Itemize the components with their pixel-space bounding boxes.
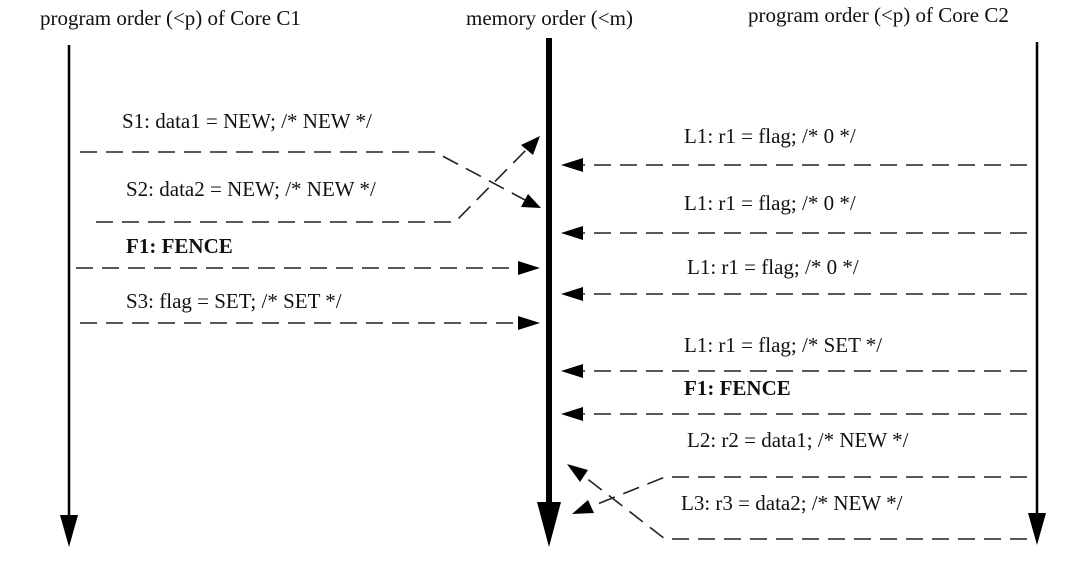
s1-arrowhead [521, 194, 541, 208]
f2-arrowhead [561, 407, 583, 421]
l2-arrow [589, 476, 1027, 508]
l3-arrowhead [567, 464, 588, 482]
core1-op-s1: S1: data1 = NEW; /* NEW */ [122, 109, 372, 133]
l1c-arrowhead [561, 287, 583, 301]
s3-arrowhead [518, 316, 540, 330]
l1a-arrowhead [561, 158, 583, 172]
s1-arrow [80, 151, 526, 201]
core1-timeline-arrowhead [60, 515, 78, 547]
core2-op-l1d: L1: r1 = flag; /* SET */ [684, 333, 882, 357]
l1b-arrowhead [561, 226, 583, 240]
s2-arrowhead [521, 136, 540, 155]
l1d-arrowhead [561, 364, 583, 378]
core1-op-s2: S2: data2 = NEW; /* NEW */ [126, 177, 376, 201]
core1-op-f1: F1: FENCE [126, 234, 233, 258]
core2-op-l3: L3: r3 = data2; /* NEW */ [681, 491, 903, 515]
core2-op-l2: L2: r2 = data1; /* NEW */ [687, 428, 909, 452]
f1-arrowhead [518, 261, 540, 275]
memory-timeline-arrowhead [537, 502, 561, 547]
core2-header: program order (<p) of Core C2 [748, 3, 1009, 27]
core2-op-l1b: L1: r1 = flag; /* 0 */ [684, 191, 856, 215]
core2-timeline-arrowhead [1028, 513, 1046, 545]
l3-arrow [584, 476, 1027, 540]
l2-arrowhead [572, 500, 594, 514]
memory-order-header: memory order (<m) [466, 6, 633, 30]
core2-op-f1: F1: FENCE [684, 376, 791, 400]
s2-arrow [96, 149, 527, 223]
core2-op-l1a: L1: r1 = flag; /* 0 */ [684, 124, 856, 148]
core2-op-l1c: L1: r1 = flag; /* 0 */ [687, 255, 859, 279]
core1-op-s3: S3: flag = SET; /* SET */ [126, 289, 342, 313]
core1-header: program order (<p) of Core C1 [40, 6, 301, 30]
